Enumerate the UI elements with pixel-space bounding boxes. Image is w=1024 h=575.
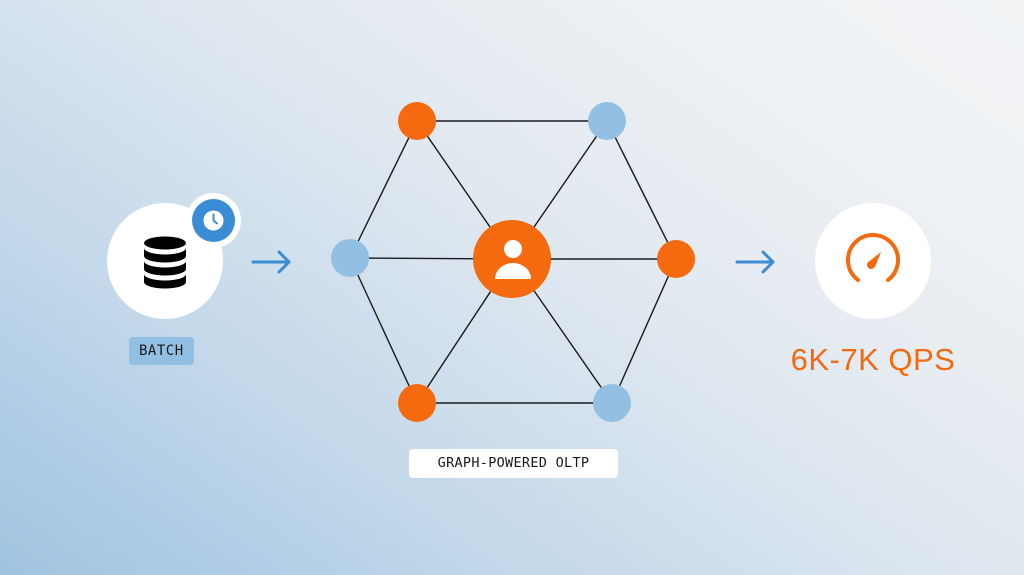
oltp-label: GRAPH-POWERED OLTP [409, 449, 618, 478]
qps-value: 6K-7K QPS [790, 342, 956, 377]
graph-node-orange [398, 102, 436, 140]
arrow-right-icon [251, 250, 291, 274]
graph-node-blue [588, 102, 626, 140]
graph-edges [349, 120, 677, 404]
clock-badge [186, 193, 241, 248]
arrow-right-icon [735, 250, 775, 274]
batch-label: BATCH [129, 337, 194, 365]
speedometer-icon [846, 233, 900, 282]
graph-node-center [473, 220, 551, 298]
clock-icon [192, 199, 235, 242]
user-icon [495, 240, 531, 279]
qps-circle [815, 203, 931, 319]
database-icon [144, 236, 186, 289]
graph-node-blue [593, 384, 631, 422]
graph-node-orange [657, 240, 695, 278]
graph-node-blue [331, 239, 369, 277]
graph-node-orange [398, 384, 436, 422]
